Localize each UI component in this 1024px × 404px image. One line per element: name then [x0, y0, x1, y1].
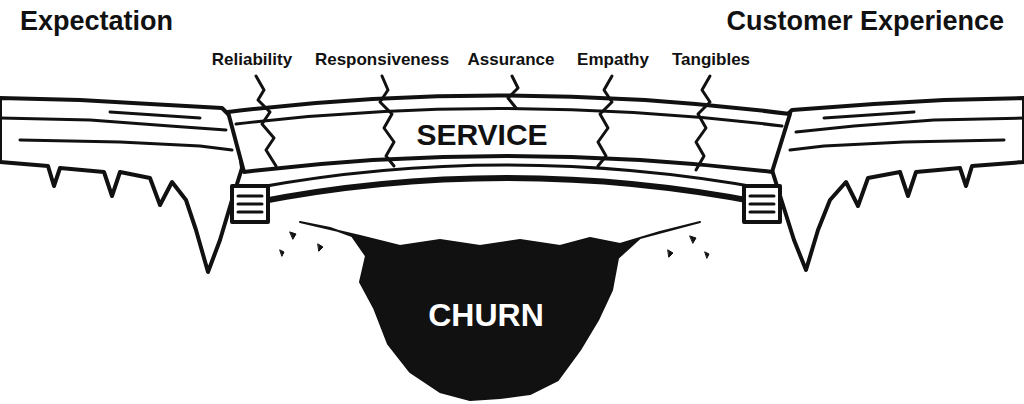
- crack-label: Empathy: [577, 50, 649, 70]
- node-label: SERVICE: [416, 118, 547, 151]
- chasm-label-box: CHURN: [422, 295, 550, 336]
- crack-line: [380, 76, 394, 166]
- crack-label: Reliability: [212, 50, 292, 70]
- bridge-arch: [244, 165, 772, 190]
- crack-label: Assurance: [468, 50, 555, 70]
- left-cliff: [0, 98, 242, 272]
- crack-line: [508, 76, 518, 108]
- heading-label: Customer Experience: [726, 6, 1004, 37]
- right-cliff: [772, 98, 1024, 270]
- support-lines: [238, 196, 262, 212]
- bridge-label-box: SERVICE: [410, 115, 553, 154]
- crack-line: [598, 76, 612, 166]
- support-lines: [750, 196, 774, 212]
- crack-label: Tangibles: [672, 50, 750, 70]
- bridge-arch: [238, 178, 778, 206]
- bridge-support: [232, 186, 268, 222]
- heading-label: Expectation: [20, 6, 173, 37]
- chasm-shape: [300, 222, 700, 400]
- cliff-strata: [790, 112, 1024, 150]
- bridge-support: [744, 186, 780, 222]
- crack-label: Responsiveness: [315, 50, 449, 70]
- crack-line: [696, 76, 710, 170]
- crack-line: [256, 76, 276, 166]
- node-label: CHURN: [428, 298, 544, 333]
- cliff-strata: [0, 112, 232, 150]
- falling-debris: [280, 232, 709, 258]
